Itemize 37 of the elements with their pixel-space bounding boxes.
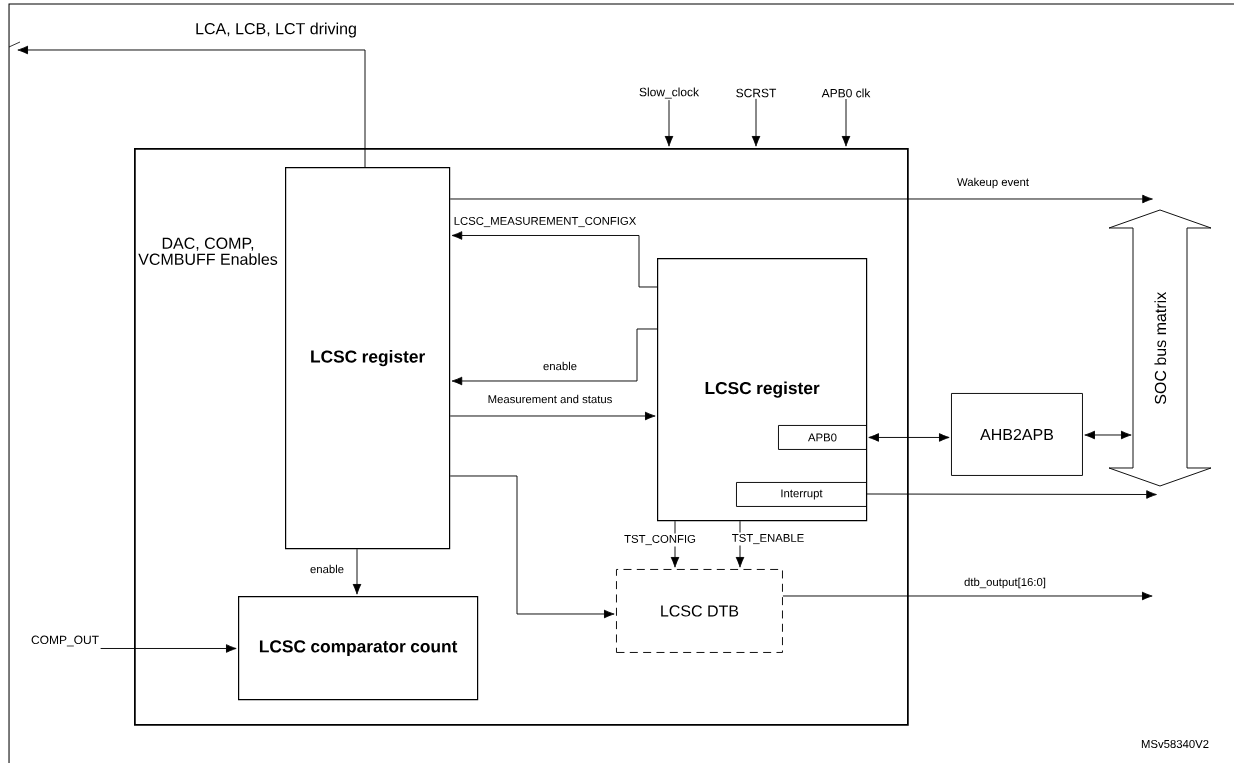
arrow	[866, 490, 1157, 499]
arrow	[17, 45, 366, 168]
arrow	[1084, 430, 1132, 440]
arrow	[449, 475, 615, 619]
arrow	[670, 520, 680, 568]
arrow	[451, 231, 658, 288]
figure-id: MSv58340V2	[1141, 740, 1209, 748]
edge-label: TST_CONFIG	[622, 533, 698, 547]
edge-label: Wakeup event	[955, 176, 1031, 190]
arrow	[451, 328, 658, 386]
register-block: LCSC register	[285, 167, 451, 550]
arrow	[841, 98, 851, 147]
edge-label: enable	[541, 360, 579, 372]
signal-label: APB0 clk	[821, 88, 871, 98]
signal-label: Slow_clock	[639, 87, 700, 99]
edge-label: LCA, LCB, LCT driving	[193, 21, 359, 39]
edge-label: enable	[308, 563, 346, 575]
dtb-block: LCSC DTB	[616, 569, 783, 653]
edge-label: TST_ENABLE	[730, 532, 806, 546]
arrow	[449, 194, 1153, 204]
signal-label: COMP_OUT	[31, 635, 99, 647]
signal-label: SCRST	[736, 88, 777, 98]
arrow	[449, 411, 656, 421]
edge-label: Measurement and status	[486, 393, 614, 405]
arrow	[751, 98, 761, 147]
port-box: Interrupt	[736, 482, 867, 507]
arrow	[352, 548, 362, 595]
arrow	[100, 644, 237, 653]
edge-label: LCSC_MEASUREMENT_CONFIGX	[452, 215, 638, 229]
arrow	[735, 520, 745, 568]
arrow	[664, 99, 674, 147]
counter-block: LCSC comparator count	[238, 596, 479, 701]
edge-label: dtb_output[16:0]	[962, 576, 1048, 590]
port-box: APB0	[778, 425, 867, 450]
arrow	[782, 591, 1153, 601]
bridge-block: AHB2APB	[951, 393, 1083, 476]
arrow	[868, 433, 950, 442]
